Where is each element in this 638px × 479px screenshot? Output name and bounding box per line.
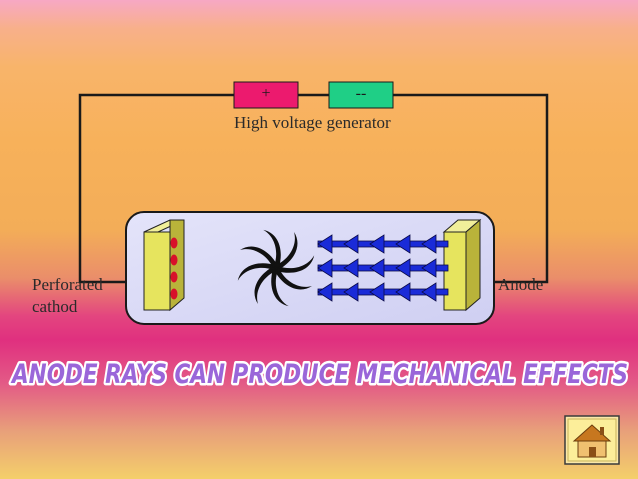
generator-label: High voltage generator [234, 113, 391, 132]
slide-title: ANODE RAYS CAN PRODUCE MECHANICAL EFFECT… [8, 357, 630, 393]
negative-terminal-label: -- [355, 85, 367, 102]
home-icon [572, 424, 612, 458]
anode-ray-arrow-3 [317, 282, 449, 302]
positive-terminal-label: + [261, 85, 271, 102]
slide-title-text: ANODE RAYS CAN PRODUCE MECHANICAL EFFECT… [10, 359, 628, 390]
circuit-wire [78, 93, 549, 284]
cathode-label-line2: cathod [32, 297, 78, 316]
perforated-cathode [143, 219, 185, 312]
anode-label: Anode [498, 275, 544, 294]
cathode-label: Perforated cathod [32, 274, 103, 318]
anode-ray-arrow-2 [317, 258, 449, 278]
cathode-label-line1: Perforated [32, 275, 103, 294]
negative-terminal [328, 81, 394, 109]
pinwheel-icon [235, 227, 317, 309]
positive-terminal [233, 81, 299, 109]
anode-ray-arrow-1 [317, 234, 449, 254]
home-button[interactable] [564, 415, 620, 465]
anode-electrode [442, 218, 482, 312]
